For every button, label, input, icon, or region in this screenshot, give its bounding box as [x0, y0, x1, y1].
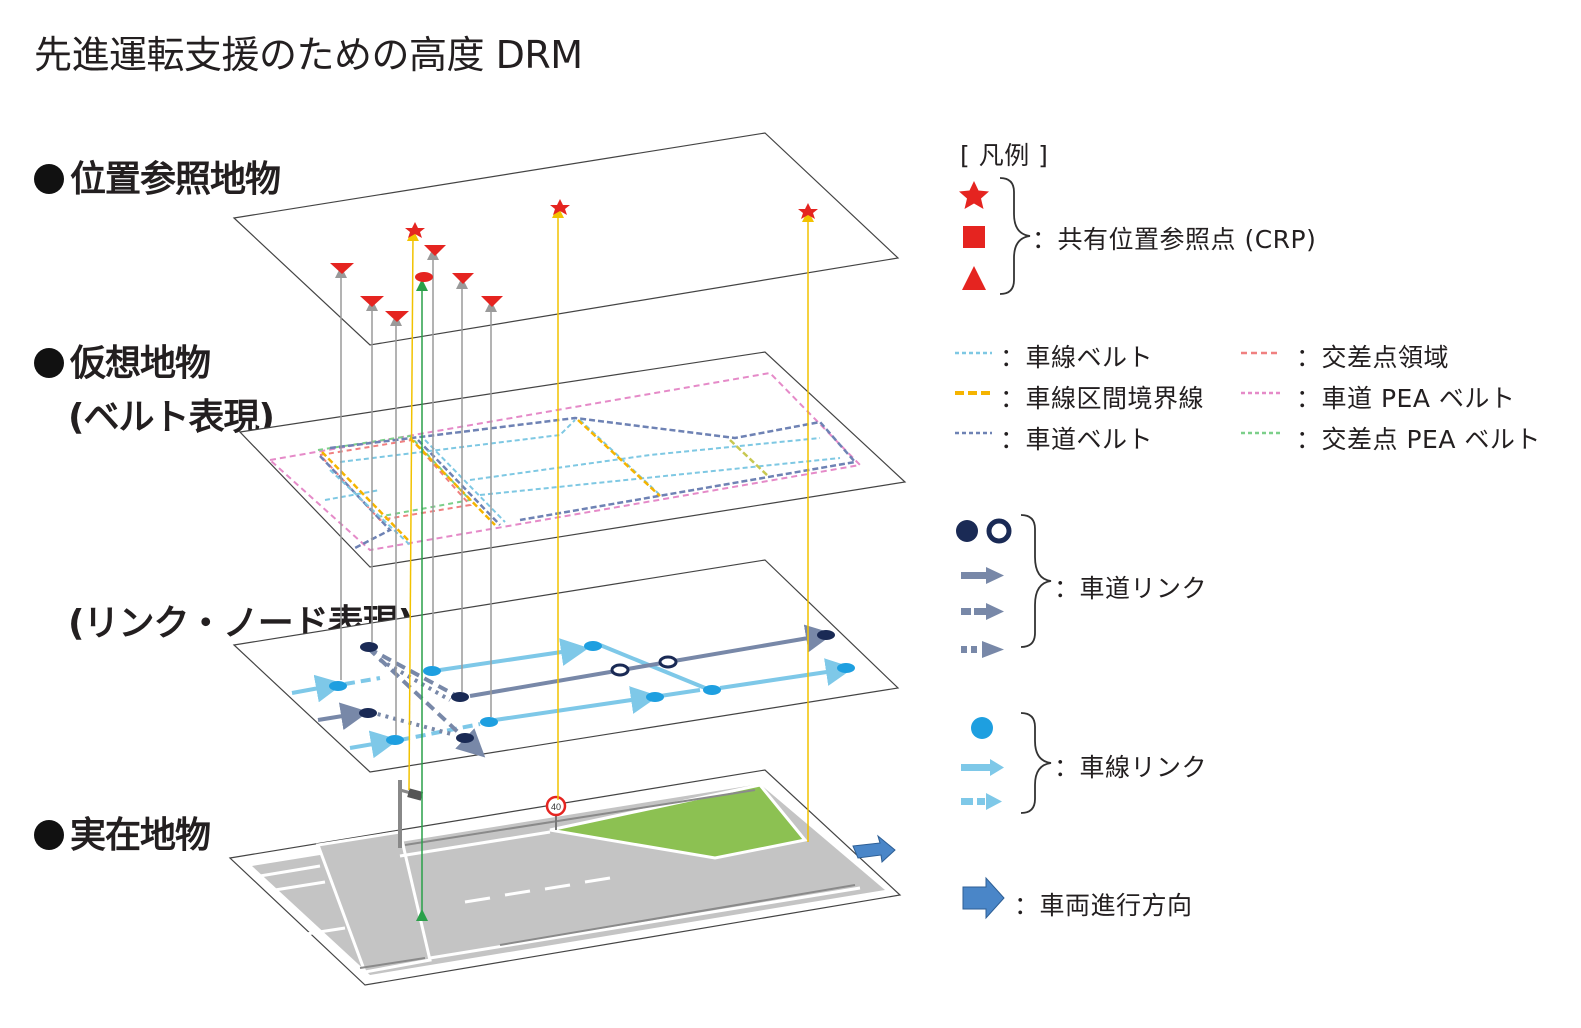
- belt-plane: [238, 351, 907, 568]
- road-surface: [252, 780, 885, 975]
- layer-label-virtual: 仮想地物: [34, 334, 211, 386]
- legend-road-link-icons: [956, 514, 1052, 658]
- legend-crp: ：共有位置参照点 (CRP): [1032, 225, 1317, 254]
- legend-belt-icons: [955, 351, 1280, 435]
- road-belt-diag: [417, 439, 501, 526]
- lane-boundary-3: [577, 419, 661, 497]
- brace-icon: [1020, 712, 1052, 814]
- lane-boundary-1: [321, 451, 409, 541]
- legend-crp-icons: [959, 177, 1031, 295]
- legend-vehicle-direction: ：車両進行方向: [1014, 891, 1193, 920]
- legend-intersection-pea-belt: ：交差点 PEA ベルト: [1296, 425, 1541, 454]
- triangle-icon: [962, 266, 986, 290]
- bullet-icon: [34, 348, 64, 378]
- bullet-icon: [34, 164, 64, 194]
- speed-sign: [545, 795, 567, 817]
- direction-arrow-on-plane: [852, 834, 896, 864]
- belt-lines: [269, 371, 863, 552]
- legend-lane-belt: ：車線ベルト: [1000, 343, 1154, 372]
- crp-markers: [330, 199, 818, 322]
- link-node-plane: [232, 559, 900, 773]
- lane-belt-1: [339, 419, 576, 463]
- connectors: [335, 206, 814, 921]
- brace-icon: [1020, 514, 1052, 648]
- legend-road-link: ：車道リンク: [1054, 574, 1208, 603]
- road-belt-top: [329, 416, 858, 522]
- lane-belt-6: [424, 439, 506, 523]
- legend-road-pea-belt: ：車道 PEA ベルト: [1296, 384, 1516, 413]
- road-belt-left: [319, 455, 393, 550]
- vehicle-direction-icon: [962, 876, 1005, 920]
- brace-icon: [999, 177, 1031, 295]
- road-node-open-icon: [986, 518, 1012, 544]
- speed-sign-text: 40: [551, 802, 561, 812]
- legend-lane-link-icons: [961, 712, 1052, 814]
- bullet-icon: [34, 820, 64, 850]
- legend-intersection-area: ：交差点領域: [1296, 343, 1450, 372]
- intersection-pea-belt: [317, 434, 472, 519]
- legend-lane-link: ：車線リンク: [1054, 753, 1208, 782]
- nodes: [329, 630, 855, 745]
- road-node-icon: [956, 520, 978, 542]
- lane-belt-2: [469, 437, 821, 481]
- star-icon: [959, 181, 989, 209]
- layer-label-belt: (ベルト表現): [68, 397, 275, 438]
- square-icon: [963, 226, 985, 248]
- legend-lane-boundary: ：車線区間境界線: [1000, 384, 1205, 413]
- lane-belt-3: [479, 457, 841, 496]
- lane-node-icon: [971, 717, 993, 739]
- layer-label-real: 実在地物: [34, 806, 211, 858]
- legend-road-belt: ：車道ベルト: [1000, 425, 1154, 454]
- lane-belt-4: [324, 489, 381, 501]
- page-title: 先進運転支援のための高度 DRM: [34, 33, 583, 77]
- reference-plane: [232, 132, 900, 346]
- legend-header: [ 凡例 ]: [960, 141, 1049, 170]
- layer-label-reference: 位置参照地物: [34, 150, 281, 202]
